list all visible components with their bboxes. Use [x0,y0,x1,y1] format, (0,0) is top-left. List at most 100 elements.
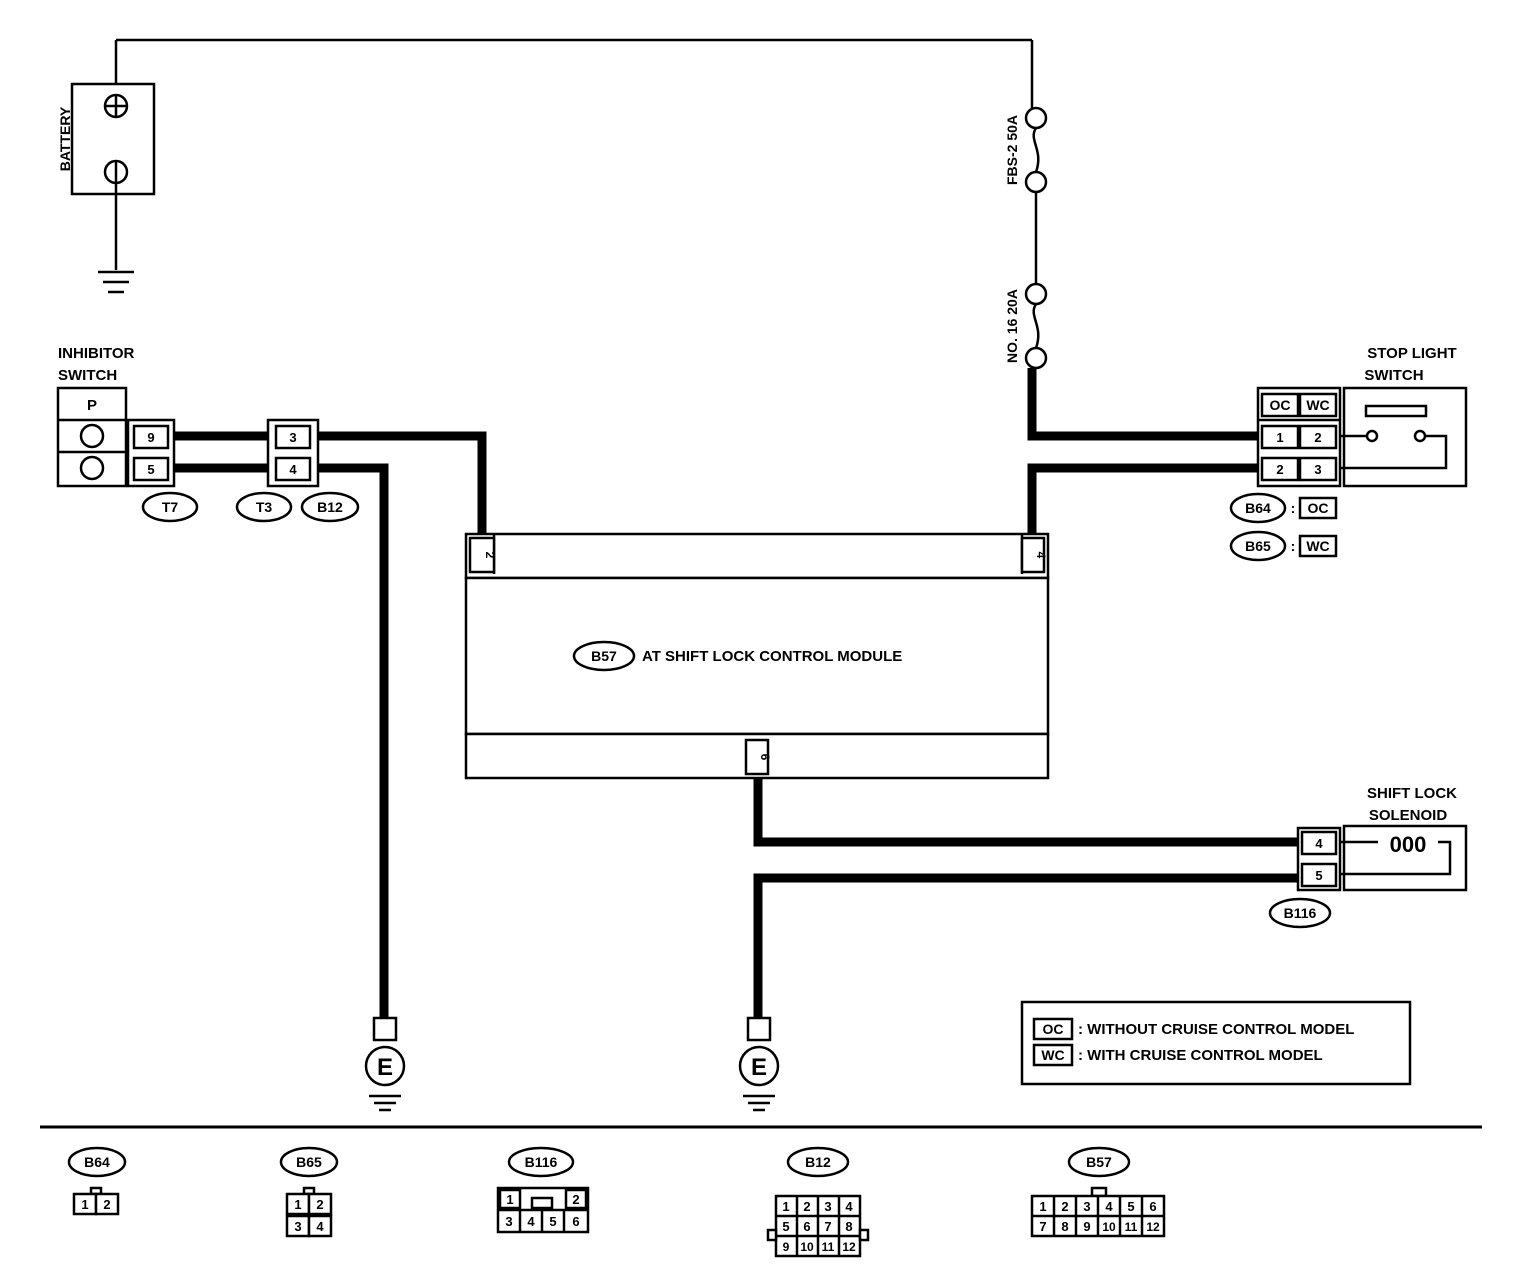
battery-positive-icon [103,93,129,119]
connector-pin: 4 [316,1219,324,1234]
legend-text: : WITH CRUISE CONTROL MODEL [1078,1047,1323,1064]
connector-view-b116: B116 1 2 3 4 5 6 [496,1146,590,1234]
legend-text: : WITHOUT CRUISE CONTROL MODEL [1078,1021,1354,1038]
connector-pin: 2 [316,1197,323,1212]
connector-pin: 7 [824,1219,831,1234]
connector-pin: 5 [1127,1199,1134,1214]
battery-label: BATTERY [57,106,73,171]
connector-pin: 1 [1039,1199,1046,1214]
inhibitor-switch-title-1: INHIBITOR [58,345,135,362]
variant-code-wc: WC [1306,538,1329,554]
solenoid-coil: 000 [1390,832,1427,857]
inhibitor-contact-icon [79,455,105,481]
connector-pin: 4 [845,1199,853,1214]
ground-icon [369,1094,401,1112]
fuse-no16-label: NO. 16 20A [1004,289,1020,363]
connector-pin: 1 [782,1199,789,1214]
solenoid-coil-icon: 000 [1340,832,1452,876]
connector-pin: 2 [103,1197,110,1212]
connector-pin: 2 [1061,1199,1068,1214]
connector-pin: 1 [506,1192,513,1207]
connector-view-id: B116 [525,1154,558,1170]
inhibitor-switch: INHIBITOR SWITCH P 9 5 T7 [56,345,199,523]
connector-pin: 8 [1061,1219,1068,1234]
connector-pin: 11 [1125,1220,1138,1234]
connector-pin: 2 [572,1192,579,1207]
connector-tag-b116: B116 [1284,905,1317,921]
junction-connector: 3 4 T3 B12 [235,418,360,523]
shift-lock-solenoid: SHIFT LOCK SOLENOID 4 5 000 B116 [1268,785,1468,929]
connector-tag-b65: B65 [1245,538,1271,554]
connector-view-id: B12 [805,1154,831,1170]
stop-light-title-2: SWITCH [1364,367,1423,384]
variant-colon: : [1291,500,1296,516]
inhibitor-contact-icon [79,423,105,449]
connector-view-id: B65 [296,1154,322,1170]
ground-symbol: E [377,1054,393,1081]
connector-tag-t3: T3 [256,499,273,515]
legend: OC : WITHOUT CRUISE CONTROL MODEL WC : W… [1020,1000,1412,1086]
variant-colon: : [1291,538,1296,554]
switch-contact-icon [1340,404,1448,470]
stop-light-title-1: STOP LIGHT [1367,345,1456,362]
connector-pin: 11 [822,1240,835,1254]
connector-pin: 5 [549,1214,556,1229]
connector-pin: 3 [824,1199,831,1214]
junction-pin: 4 [289,462,297,477]
connector-pin: 3 [505,1214,512,1229]
ground-left: E [364,1016,406,1112]
connector-pin: 4 [1105,1199,1113,1214]
solenoid-pin: 5 [1315,868,1322,883]
battery: BATTERY [57,38,1032,294]
connector-pin: 1 [294,1197,301,1212]
connector-tag-b12: B12 [317,499,343,515]
connector-view-b64: B64 1 2 [67,1146,127,1216]
legend-code: OC [1043,1021,1064,1037]
junction-pin: 3 [289,430,296,445]
connector-pin: 6 [1149,1199,1156,1214]
connector-tag-b57: B57 [591,648,617,664]
fuse-fbs2-label: FBS-2 50A [1004,115,1020,185]
solenoid-pin: 4 [1315,836,1323,851]
connector-view-id: B57 [1086,1154,1112,1170]
stop-light-header-wc: WC [1306,397,1329,413]
connector-view-b57: B57 1 2 3 4 5 6 7 8 9 10 11 12 [1030,1146,1166,1238]
ground-symbol: E [751,1054,767,1081]
stop-light-pin: 2 [1276,462,1283,477]
ground-right: E [738,1016,780,1112]
connector-pin: 9 [1083,1219,1090,1234]
solenoid-title-2: SOLENOID [1369,807,1448,824]
connector-pin: 1 [81,1197,88,1212]
connector-view-b12: B12 1 2 3 4 5 6 7 8 9 10 11 12 [766,1146,870,1258]
connector-pin: 2 [803,1199,810,1214]
inhibitor-switch-title-2: SWITCH [58,367,117,384]
fuse-no16: NO. 16 20A [1004,192,1048,370]
module-pin-bottom: 6 [758,754,772,761]
stop-light-pin: 1 [1276,430,1283,445]
connector-pin: 3 [294,1219,301,1234]
connector-pin: 6 [803,1219,810,1234]
connector-view-b65: B65 1 2 3 4 [279,1146,339,1238]
legend-code: WC [1041,1047,1064,1063]
module-title: AT SHIFT LOCK CONTROL MODULE [642,648,902,665]
connector-pin: 4 [527,1214,535,1229]
connector-pin: 12 [842,1240,856,1254]
stop-light-switch: STOP LIGHT SWITCH OC WC 1 2 2 3 B64 : OC… [1229,345,1468,562]
stop-light-header-oc: OC [1270,397,1291,413]
connector-pin: 3 [1083,1199,1090,1214]
connector-pin: 12 [1146,1220,1160,1234]
connector-pin: 10 [800,1240,814,1254]
connector-pin: 9 [783,1240,790,1254]
stop-light-pin: 3 [1314,462,1321,477]
shift-lock-control-module: 2 4 6 B57 AT SHIFT LOCK CONTROL MODULE [464,532,1050,780]
inhibitor-pin: 9 [147,430,154,445]
connector-pin: 7 [1039,1219,1046,1234]
connector-pin: 8 [845,1219,852,1234]
stop-light-pin: 2 [1314,430,1321,445]
fuse-fbs2: FBS-2 50A [1004,40,1048,194]
connector-pin: 10 [1102,1220,1116,1234]
connector-view-id: B64 [84,1154,110,1170]
connector-pin: 6 [572,1214,579,1229]
ground-icon [743,1094,775,1112]
